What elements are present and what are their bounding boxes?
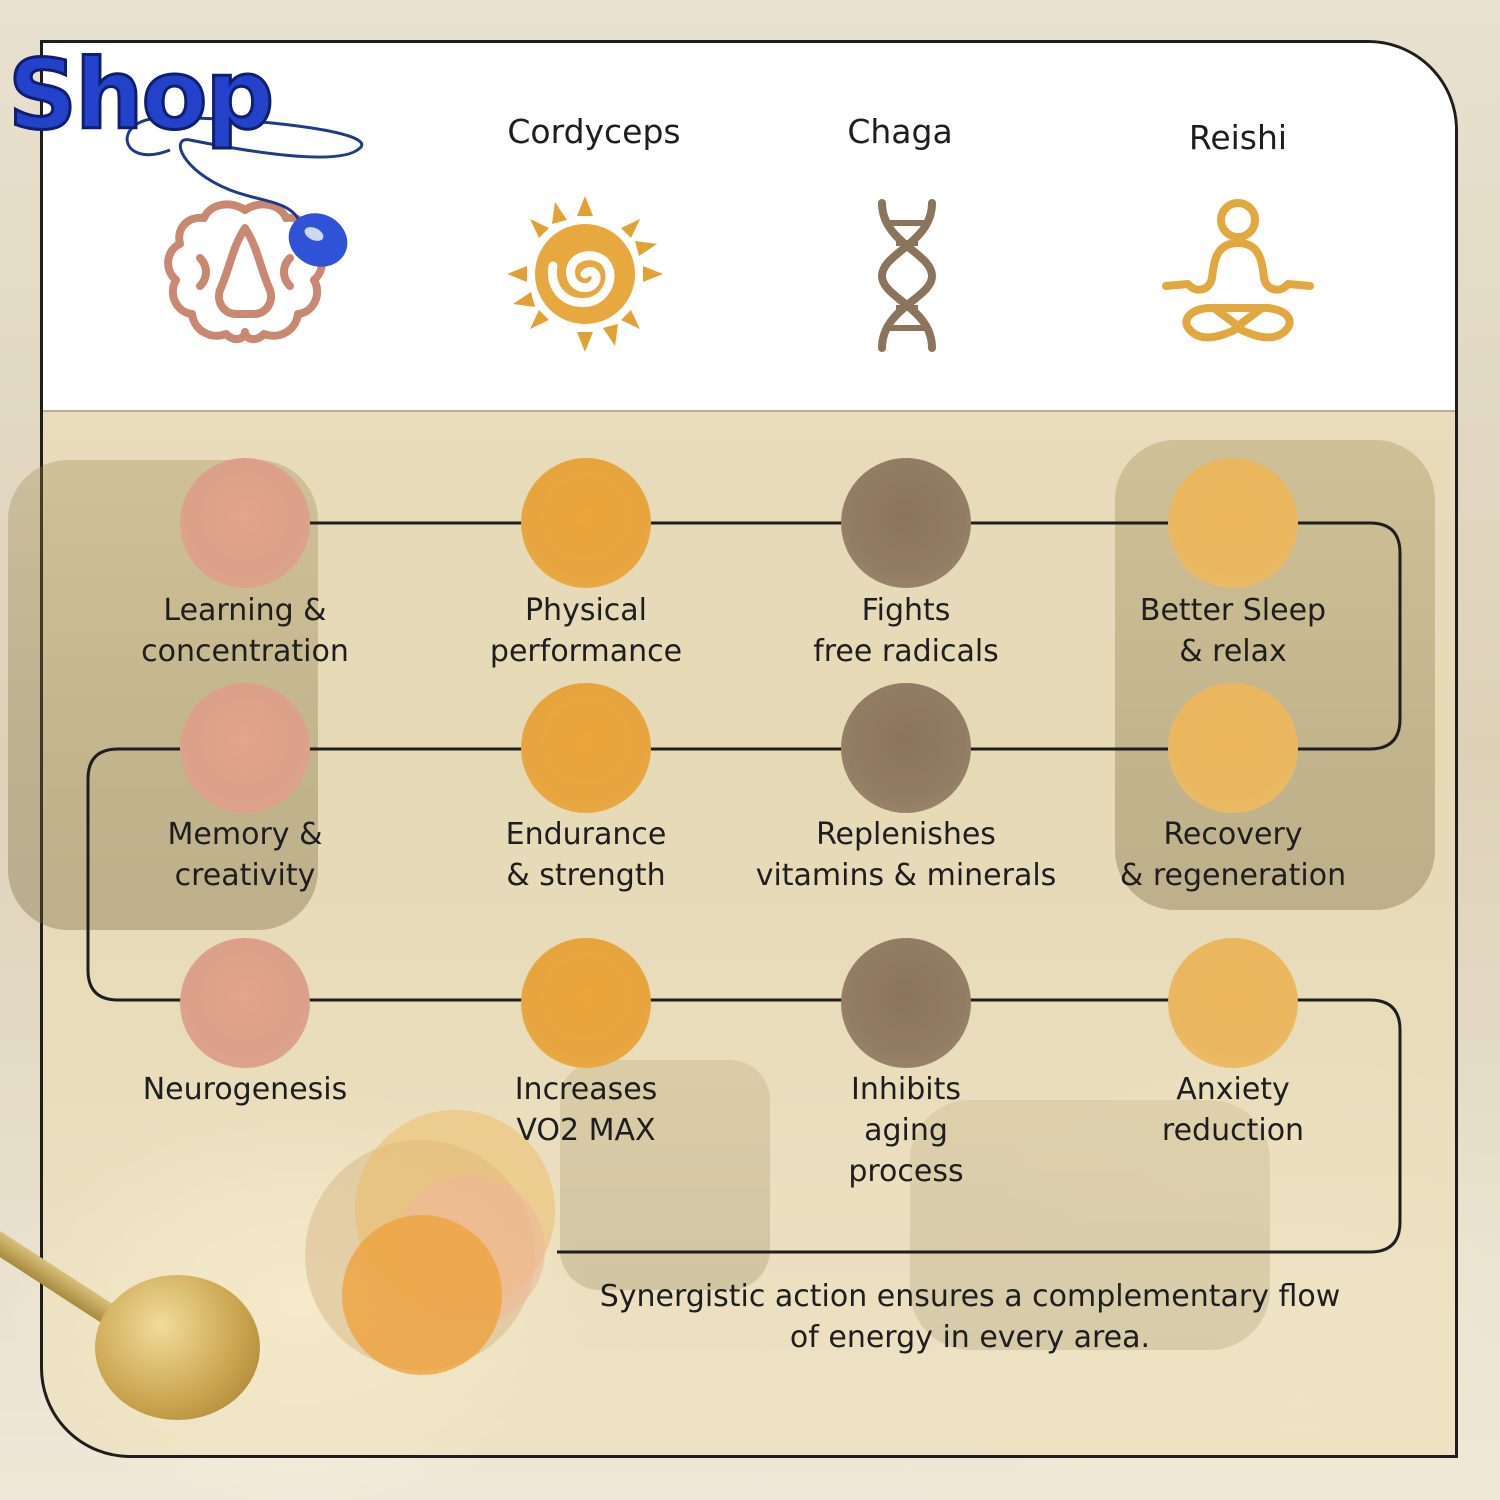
benefit-label: Better Sleep& relax (1139, 593, 1327, 669)
dot-reishi-row-2 (1168, 683, 1298, 813)
column-header-cordyceps: Cordyceps (507, 112, 681, 151)
dot-chaga-row-3 (841, 938, 971, 1068)
dna-icon (877, 199, 937, 352)
column-header-reishi: Reishi (1188, 118, 1288, 157)
dot-chaga-row-2 (841, 683, 971, 813)
shop-logo-text: Shop (8, 39, 272, 151)
dot-reishi-row-1 (1168, 458, 1298, 588)
dot-chaga-row-1 (841, 458, 971, 588)
dot-brain-row-3 (180, 938, 310, 1068)
dot-brain-row-2 (180, 683, 310, 813)
benefit-label: Recovery& regeneration (1119, 817, 1347, 893)
meditation-icon (1162, 199, 1314, 342)
background-jar-bottom (910, 1100, 1270, 1350)
column-header-chaga: Chaga (847, 112, 953, 151)
dot-cordyceps-row-3 (521, 938, 651, 1068)
shop-logo[interactable]: Shop (0, 0, 380, 280)
footer-caption: Synergistic action ensures a complementa… (599, 1279, 1341, 1355)
benefit-label: Memory &creativity (167, 817, 323, 893)
synergy-bubble-orange (342, 1215, 502, 1375)
sun-spiral-icon (507, 196, 663, 352)
spoon-cup (95, 1275, 260, 1420)
benefit-label: Endurance& strength (505, 817, 667, 893)
dot-brain-row-1 (180, 458, 310, 588)
benefit-label: Neurogenesis (142, 1072, 348, 1107)
dot-cordyceps-row-2 (521, 683, 651, 813)
brain-icon (164, 200, 326, 343)
benefit-label: Learning &concentration (141, 593, 349, 669)
dot-reishi-row-3 (1168, 938, 1298, 1068)
dot-cordyceps-row-1 (521, 458, 651, 588)
